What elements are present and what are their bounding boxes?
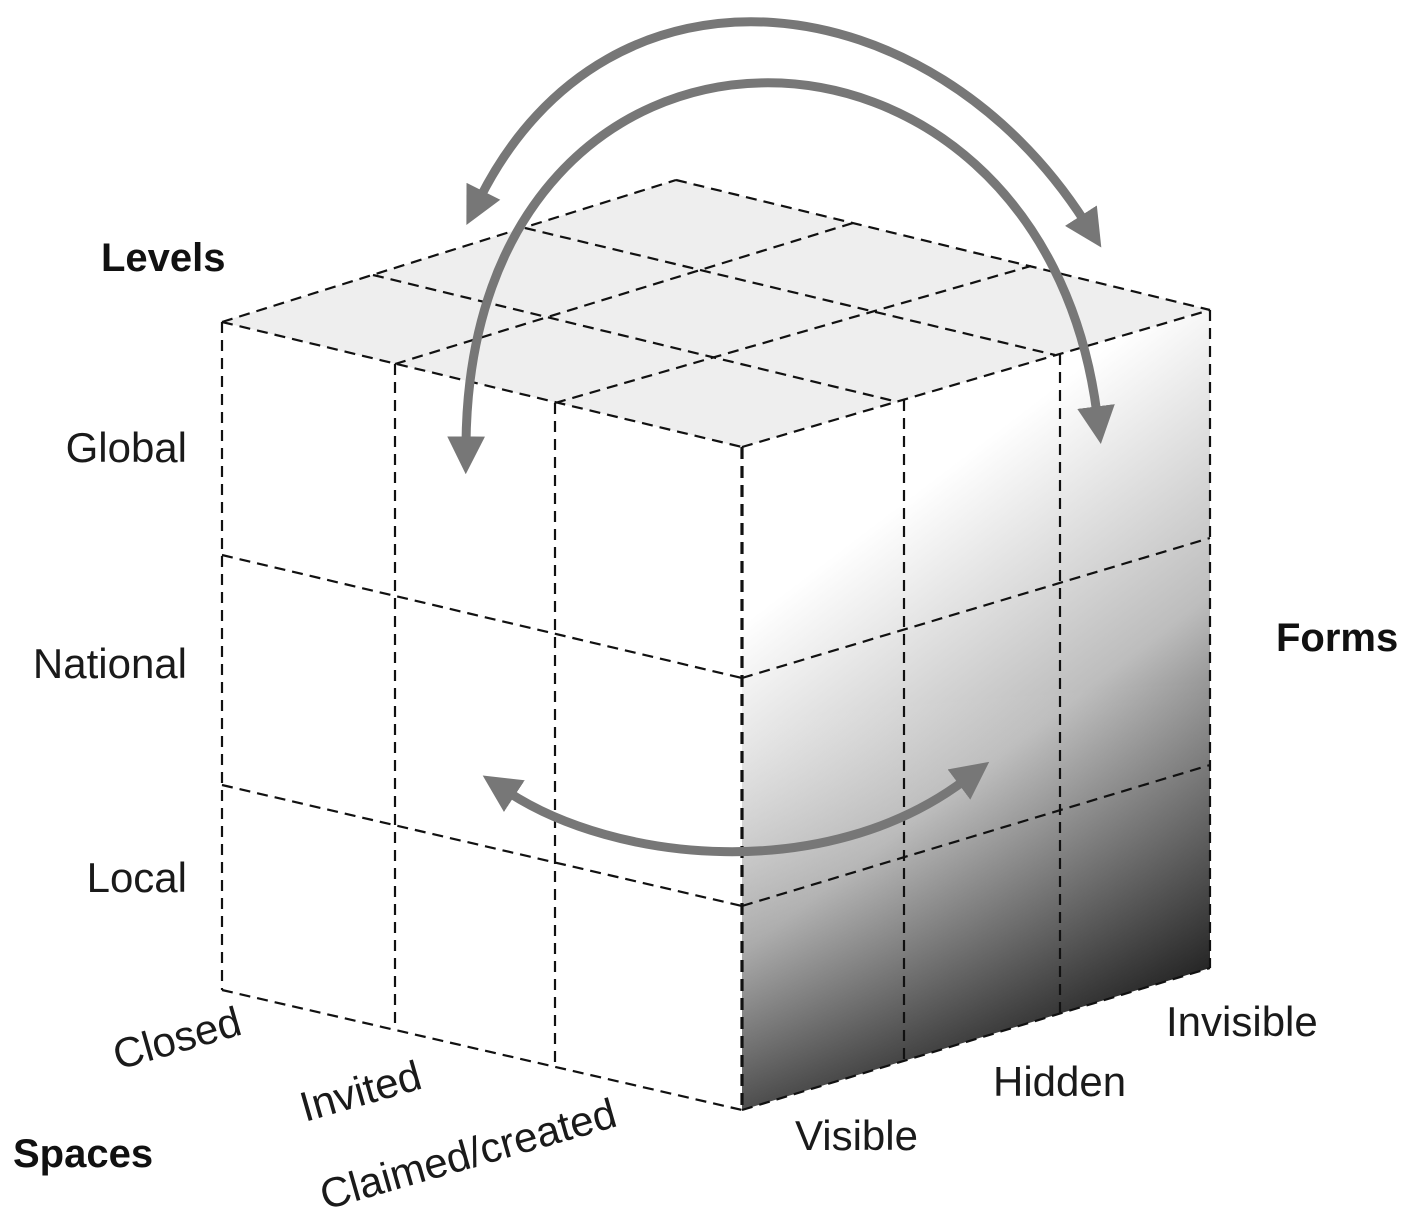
level-label-local: Local (87, 854, 187, 901)
form-label-invisible: Invisible (1166, 998, 1318, 1045)
cube-right-face-shade (742, 310, 1210, 1110)
form-label-hidden: Hidden (993, 1058, 1126, 1105)
forms-title: Forms (1276, 616, 1398, 660)
spaces-title: Spaces (13, 1132, 153, 1176)
level-label-national: National (33, 640, 187, 687)
arrows (447, 17, 1115, 857)
arrow-arc-outer (466, 17, 1102, 248)
form-label-visible: Visible (795, 1112, 918, 1159)
level-label-global: Global (66, 424, 187, 471)
front-face-grid (220, 322, 743, 1112)
levels-title: Levels (101, 236, 226, 280)
space-label-closed: Closed (108, 997, 247, 1078)
space-label-invited: Invited (295, 1051, 427, 1130)
cube-front-face (222, 322, 742, 1110)
arrow-arc-inner (447, 78, 1115, 475)
arrow-arc-horizontal (482, 761, 990, 857)
